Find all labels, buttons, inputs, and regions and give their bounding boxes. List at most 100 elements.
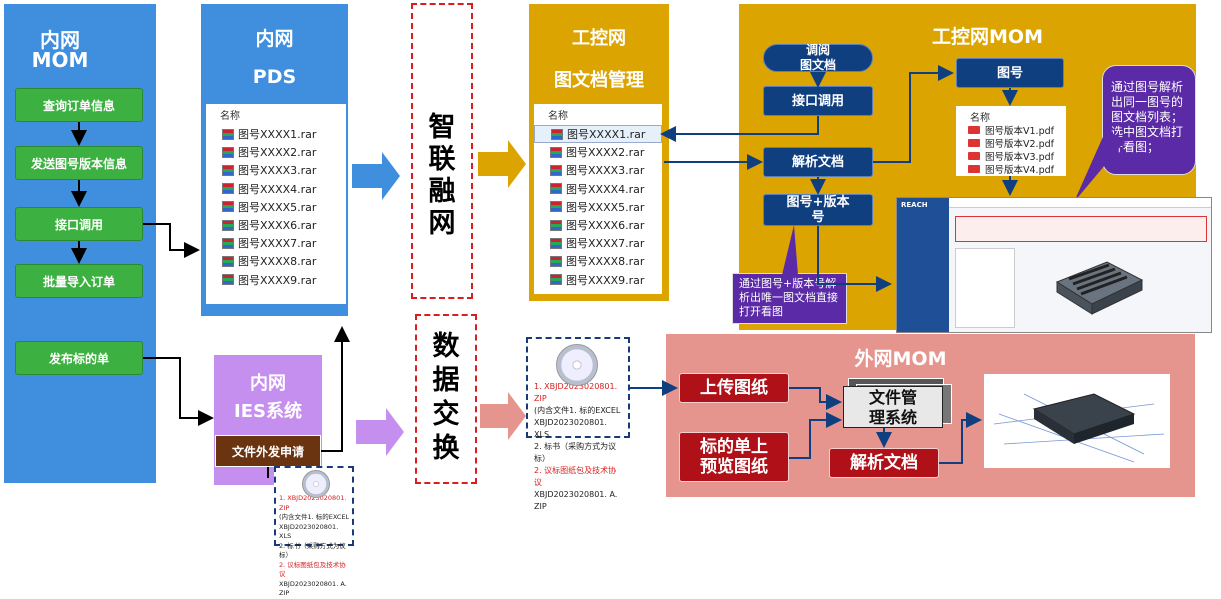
file-row[interactable]: 图号XXXX7.rar [534, 234, 662, 252]
zhilian-network-box: 智 联 融 网 [411, 3, 473, 299]
file-row[interactable]: 图号XXXX5.rar [534, 198, 662, 216]
arrow-zhilian-to-ics [478, 140, 526, 188]
rar-icon [222, 255, 234, 267]
drawing-number-button[interactable]: 图号 [956, 58, 1064, 88]
zhilian-char: 网 [428, 208, 456, 239]
file-row[interactable]: 图号XXXX2.rar [534, 143, 662, 161]
list-header: 名称 [220, 111, 240, 122]
pdf-icon [968, 151, 980, 160]
drawing-version-button[interactable]: 图号+版本 号 [763, 194, 873, 226]
file-row[interactable]: 图号XXXX3.rar [206, 161, 346, 179]
callout-drawing-list: 通过图号解析出同一图号的图文档列表；选中图文档打开看图； [1102, 65, 1196, 175]
file-name: 图号XXXX8.rar [238, 255, 317, 269]
panel-title: 外网MOM [854, 348, 947, 370]
file-name: 图号XXXX7.rar [238, 237, 317, 251]
parse-document-button-external[interactable]: 解析文档 [829, 448, 939, 478]
file-name: 图号XXXX2.rar [566, 146, 645, 160]
bid-preview-drawing-button[interactable]: 标的单上 预览图纸 [679, 432, 789, 482]
file-name: 图号XXXX7.rar [566, 237, 645, 251]
ics-file-list: 名称 图号XXXX1.rar 图号XXXX2.rar 图号XXXX3.rar 图… [534, 104, 662, 294]
rar-icon [550, 274, 562, 286]
rar-icon [222, 219, 234, 231]
step-interface-call[interactable]: 接口调用 [15, 207, 143, 241]
step-batch-import-order[interactable]: 批量导入订单 [15, 264, 143, 298]
cd-disc-icon [556, 344, 598, 386]
rar-icon [222, 201, 234, 213]
file-row[interactable]: 图号XXXX3.rar [534, 161, 662, 179]
pdf-icon [968, 164, 980, 173]
zhilian-char: 联 [428, 144, 456, 175]
panel-title-line2: IES系统 [234, 401, 302, 422]
file-row[interactable]: 图号XXXX8.rar [206, 252, 346, 270]
doc-line: 2. 标书（采购方式为议标） [279, 541, 346, 560]
file-name: 图号XXXX9.rar [566, 273, 645, 287]
pdf-file-list: 名称 图号版本V1.pdf 图号版本V2.pdf 图号版本V3.pdf 图号版本… [956, 106, 1066, 176]
exchange-char: 交 [432, 399, 460, 430]
zhilian-char: 智 [428, 112, 456, 143]
file-name: 图号XXXX5.rar [566, 200, 645, 214]
panel-title-line1: 内网 [250, 373, 286, 394]
file-row[interactable]: 图号XXXX8.rar [534, 252, 662, 270]
list-header: 名称 [970, 113, 990, 124]
doc-line: 2. 议标图纸包及技术协议 [279, 560, 346, 579]
file-name: 图号XXXX1.rar [238, 128, 317, 142]
rar-icon [550, 201, 562, 213]
app-tree-pane [955, 248, 1015, 328]
callout-top-tail [1074, 130, 1126, 202]
doc-line: (内含文件1. 标的EXCEL [534, 406, 621, 415]
arrow-ies-to-exchange [356, 408, 404, 456]
parse-document-button[interactable]: 解析文档 [763, 147, 873, 177]
rar-icon [222, 146, 234, 158]
rar-icon [550, 164, 562, 176]
app-brand: REACH [901, 201, 928, 209]
interface-call-button[interactable]: 接口调用 [763, 86, 873, 116]
rar-icon [222, 128, 234, 140]
file-row[interactable]: 图号XXXX9.rar [534, 271, 662, 289]
view-drawing-button[interactable]: 调阅 图文档 [763, 43, 873, 72]
file-outbound-request-button[interactable]: 文件外发申请 [215, 435, 321, 467]
doc-line: XBJD2023020801. XLS [534, 418, 607, 439]
file-row[interactable]: 图号XXXX5.rar [206, 198, 346, 216]
file-row[interactable]: 图号XXXX9.rar [206, 271, 346, 289]
model-3d-image [1047, 252, 1147, 316]
file-row[interactable]: 图号XXXX1.rar [206, 125, 346, 143]
file-row[interactable]: 图号版本V1.pdf [956, 123, 1066, 137]
panel-title: 工控网MOM [932, 26, 1043, 48]
step-publish-bid[interactable]: 发布标的单 [15, 341, 143, 375]
doc-line: (内含文件1. 标的EXCEL [279, 513, 350, 521]
rar-icon [550, 237, 562, 249]
file-row[interactable]: 图号版本V2.pdf [956, 136, 1066, 150]
rar-icon [222, 164, 234, 176]
file-row[interactable]: 图号XXXX1.rar [534, 125, 662, 144]
file-row[interactable]: 图号版本V3.pdf [956, 149, 1066, 163]
step-query-order[interactable]: 查询订单信息 [15, 88, 143, 122]
step-send-drawing-version[interactable]: 发送图号版本信息 [15, 146, 143, 180]
file-row[interactable]: 图号XXXX6.rar [206, 216, 346, 234]
panel-title-line1: 内网 [40, 28, 80, 52]
rar-icon [550, 219, 562, 231]
pds-file-list: 名称 图号XXXX1.rar 图号XXXX2.rar 图号XXXX3.rar 图… [206, 104, 346, 304]
pdf-icon [968, 138, 980, 147]
doc-line: 1. XBJD2023020801. ZIP [279, 494, 347, 512]
doc-line: 1. XBJD2023020801. ZIP [534, 382, 618, 403]
file-name: 图号XXXX9.rar [238, 273, 317, 287]
file-row[interactable]: 图号XXXX2.rar [206, 143, 346, 161]
file-name: 图号版本V1.pdf [985, 125, 1054, 137]
upload-drawing-button[interactable]: 上传图纸 [679, 373, 789, 403]
model-3d-external [984, 374, 1170, 468]
rar-icon [550, 255, 562, 267]
file-row[interactable]: 图号XXXX4.rar [206, 180, 346, 198]
file-management-system[interactable]: 文件管 理系统 [843, 386, 943, 428]
file-row[interactable]: 图号XXXX7.rar [206, 234, 346, 252]
file-name: 图号XXXX5.rar [238, 200, 317, 214]
file-row[interactable]: 图号XXXX4.rar [534, 180, 662, 198]
file-row[interactable]: 图号版本V4.pdf [956, 162, 1066, 176]
file-name: 图号XXXX6.rar [238, 219, 317, 233]
panel-title-line1: 内网 [255, 28, 294, 50]
rar-icon [551, 128, 563, 140]
file-row[interactable]: 图号XXXX6.rar [534, 216, 662, 234]
rar-icon [550, 146, 562, 158]
file-name: 图号XXXX1.rar [567, 128, 646, 142]
doc-line: 2. 议标图纸包及技术协议 [534, 466, 617, 487]
data-exchange-box: 数 据 交 换 [415, 314, 477, 484]
